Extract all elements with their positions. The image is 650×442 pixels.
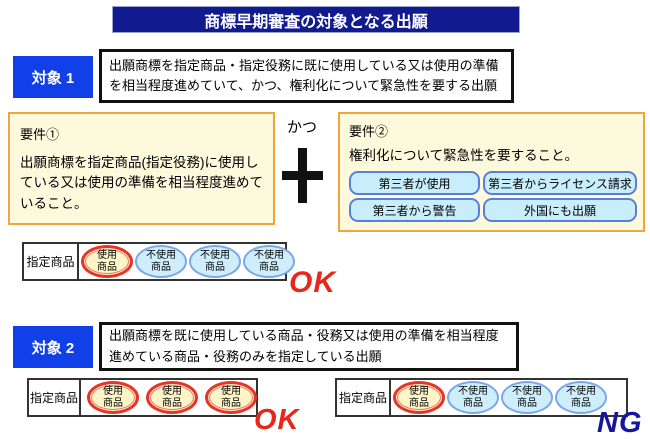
used-goods-ellipse: 使用 商品 <box>146 381 198 414</box>
requirement1-body: 出願商標を指定商品(指定役務)に使用している又は使用の準備を相当程度進めているこ… <box>20 155 263 211</box>
target2-description: 出願商標を既に使用している商品・役務又は使用の準備を相当程度進めている商品・役務… <box>99 322 519 371</box>
requirement2-box: 要件② 権利化について緊急性を要すること。 第三者が使用 第三者からライセンス請… <box>338 112 645 232</box>
unused-goods-ellipse: 不使用 商品 <box>555 381 607 414</box>
designated-goods-label: 指定商品 <box>24 244 79 279</box>
option-foreign-application: 外国にも出願 <box>483 198 637 223</box>
target2-description-text: 出願商標を既に使用している商品・役務又は使用の準備を相当程度進めている商品・役務… <box>109 328 499 364</box>
requirement2-body: 権利化について緊急性を要すること。 <box>349 148 579 163</box>
goods-cells: 使用 商品 使用 商品 使用 商品 <box>81 380 263 415</box>
page-title: 商標早期審査の対象となる出願 <box>112 6 520 33</box>
option-third-party-warning: 第三者から警告 <box>349 198 481 223</box>
plus-icon-horizontal-bar <box>282 171 323 180</box>
unused-goods-ellipse: 不使用 商品 <box>135 245 187 278</box>
used-goods-ellipse: 使用 商品 <box>393 381 445 414</box>
designated-goods-label: 指定商品 <box>29 380 81 415</box>
target1-description: 出願商標を指定商品・指定役務に既に使用している又は使用の準備を相当程度進めていて… <box>99 49 514 103</box>
plus-icon <box>282 148 323 203</box>
unused-goods-ellipse: 不使用 商品 <box>243 245 295 278</box>
requirement2-heading: 要件② <box>349 124 389 139</box>
requirement1-heading: 要件① <box>20 127 60 142</box>
verdict-ng-target2: NG <box>597 407 643 439</box>
target2-label: 対象 2 <box>13 326 93 368</box>
target1-label: 対象 1 <box>13 56 93 98</box>
urgency-options-grid: 第三者が使用 第三者からライセンス請求 第三者から警告 外国にも出願 <box>349 171 637 223</box>
goods-cells: 使用 商品 不使用 商品 不使用 商品 不使用 商品 <box>391 380 626 415</box>
used-goods-ellipse: 使用 商品 <box>205 381 257 414</box>
designated-goods-table-target2-ok: 指定商品 使用 商品 使用 商品 使用 商品 <box>27 378 258 417</box>
requirement1-box: 要件① 出願商標を指定商品(指定役務)に使用している又は使用の準備を相当程度進め… <box>8 112 275 225</box>
goods-cells: 使用 商品 不使用 商品 不使用 商品 不使用 商品 <box>79 244 297 279</box>
unused-goods-ellipse: 不使用 商品 <box>501 381 553 414</box>
verdict-ok-target1: OK <box>289 266 336 299</box>
option-third-party-use: 第三者が使用 <box>349 171 481 196</box>
designated-goods-label: 指定商品 <box>337 380 391 415</box>
target1-description-text: 出願商標を指定商品・指定役務に既に使用している又は使用の準備を相当程度進めていて… <box>109 57 499 93</box>
designated-goods-table-target1: 指定商品 使用 商品 不使用 商品 不使用 商品 不使用 商品 <box>22 242 295 281</box>
unused-goods-ellipse: 不使用 商品 <box>189 245 241 278</box>
and-label: かつ <box>286 119 317 136</box>
designated-goods-table-target2-ng: 指定商品 使用 商品 不使用 商品 不使用 商品 不使用 商品 <box>335 378 628 417</box>
option-license-request: 第三者からライセンス請求 <box>483 171 637 196</box>
used-goods-ellipse: 使用 商品 <box>81 245 133 278</box>
verdict-ok-target2: OK <box>254 404 300 436</box>
unused-goods-ellipse: 不使用 商品 <box>447 381 499 414</box>
used-goods-ellipse: 使用 商品 <box>87 381 139 414</box>
